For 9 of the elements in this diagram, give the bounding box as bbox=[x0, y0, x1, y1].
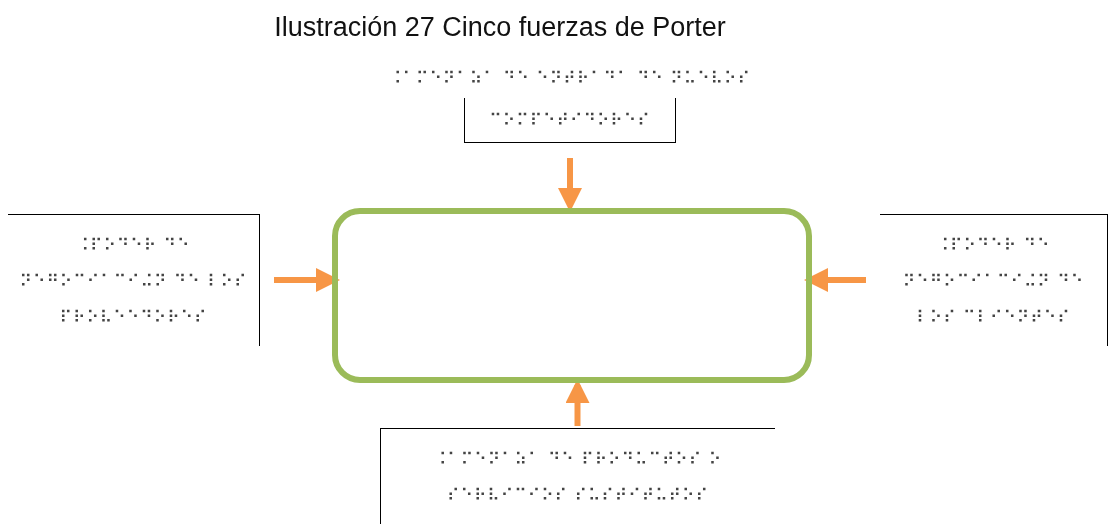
braille-text: ⠨⠏⠕⠙⠑⠗ ⠙⠑ ⠝⠑⠛⠕⠉⠊⠁⠉⠊⠬⠝ ⠙⠑ ⠇⠕⠎ ⠏⠗⠕⠧⠑⠑⠙⠕⠗⠑⠎ bbox=[18, 233, 249, 329]
braille-label-box: ⠉⠕⠍⠏⠑⠞⠊⠙⠕⠗⠑⠎ bbox=[464, 98, 676, 143]
arrow bbox=[274, 268, 340, 292]
rounded-frame bbox=[332, 208, 812, 383]
arrow bbox=[804, 268, 866, 292]
title: Ilustración 27 Cinco fuerzas de Porter bbox=[273, 12, 727, 43]
braille-text: ⠨⠏⠕⠙⠑⠗ ⠙⠑ ⠝⠑⠛⠕⠉⠊⠁⠉⠊⠬⠝ ⠙⠑ ⠇⠕⠎ ⠉⠇⠊⠑⠝⠞⠑⠎ bbox=[901, 233, 1086, 329]
braille-text: ⠨⠁⠍⠑⠝⠁⠵⠁ ⠙⠑ ⠑⠝⠞⠗⠁⠙⠁ ⠙⠑ ⠝⠥⠑⠧⠕⠎ bbox=[388, 67, 752, 90]
braille-text: ⠨⠁⠍⠑⠝⠁⠵⠁ ⠙⠑ ⠏⠗⠕⠙⠥⠉⠞⠕⠎ ⠕ ⠎⠑⠗⠧⠊⠉⠊⠕⠎ ⠎⠥⠎⠞⠊⠞⠥⠞⠕⠎ bbox=[432, 447, 724, 507]
